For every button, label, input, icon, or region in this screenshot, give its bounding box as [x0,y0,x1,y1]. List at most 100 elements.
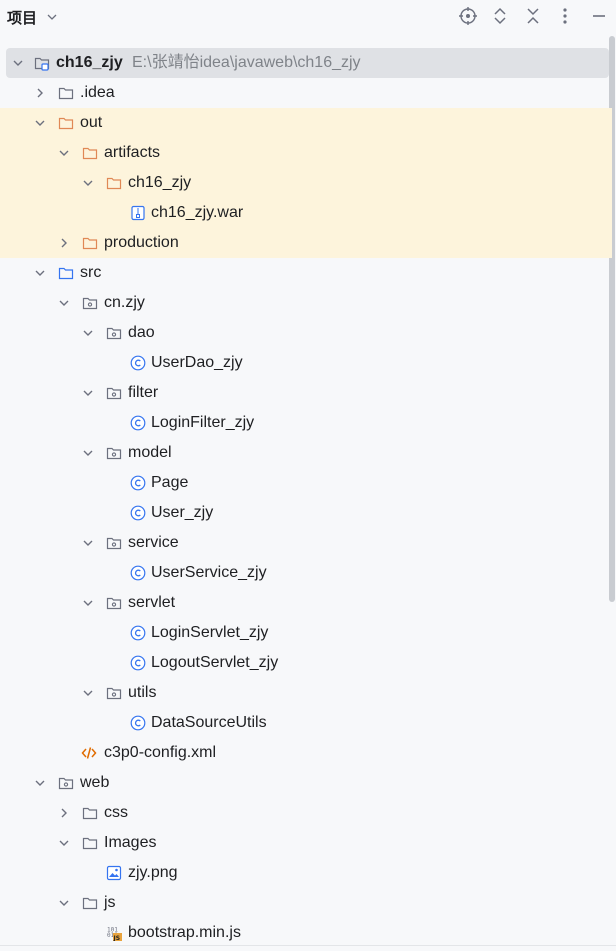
chevron-down-icon[interactable] [34,777,46,789]
tree-row-package-model[interactable]: model [0,438,612,468]
chevron-down-icon[interactable] [58,837,70,849]
panel-bottom-border [0,945,616,946]
chevron-right-icon[interactable] [58,237,70,249]
tree-item-label: src [80,264,102,281]
panel-title[interactable]: 项目 [7,10,38,27]
tree-row-package-servlet[interactable]: servlet [0,588,612,618]
package-icon [106,387,122,400]
chevron-down-icon[interactable] [82,687,94,699]
tree-item-label: LoginFilter_zjy [151,414,255,431]
archive-icon [131,205,145,221]
tree-row-class[interactable]: User_zjy [0,498,612,528]
tree-item-label: servlet [128,594,176,611]
class-icon [130,355,146,371]
chevron-down-icon[interactable] [82,327,94,339]
image-file-icon [106,865,122,881]
tree-item-label: utils [128,684,157,701]
tree-item-label: c3p0-config.xml [104,744,217,761]
source-folder-icon [58,267,74,280]
chevron-down-icon[interactable] [58,897,70,909]
svg-text:JS: JS [113,935,121,941]
tree-row-css[interactable]: css [0,798,612,828]
chevron-down-icon[interactable] [82,387,94,399]
package-icon [106,687,122,700]
chevron-down-icon[interactable] [34,267,46,279]
tree-row-class[interactable]: LoginFilter_zjy [0,408,612,438]
chevron-down-icon[interactable] [82,447,94,459]
xml-file-icon [81,747,97,759]
tree-row-package-cnzjy[interactable]: cn.zjy [0,288,612,318]
tree-row-artifact-ch16[interactable]: ch16_zjy [0,168,612,198]
tree-row-out[interactable]: out [0,108,612,138]
tree-item-label: UserDao_zjy [151,354,243,371]
tree-row-src[interactable]: src [0,258,612,288]
chevron-down-icon[interactable] [58,147,70,159]
tree-row-class[interactable]: UserDao_zjy [0,348,612,378]
chevron-down-icon[interactable] [82,177,94,189]
chevron-right-icon[interactable] [34,87,46,99]
locate-icon[interactable] [458,6,478,26]
collapse-all-icon[interactable] [523,6,543,26]
tree-row-class[interactable]: LoginServlet_zjy [0,618,612,648]
svg-text:101: 101 [107,927,118,934]
minified-js-icon: 101 010 JS [107,927,122,941]
tree-row-war[interactable]: ch16_zjy.war [0,198,612,228]
tree-row-artifacts[interactable]: artifacts [0,138,612,168]
tree-row-js-file[interactable]: 101 010 JS bootstrap.min.js [0,918,612,948]
tree-item-label: User_zjy [151,504,214,521]
tree-row-production[interactable]: production [0,228,612,258]
tree-item-label: .idea [80,84,115,101]
tree-row-js[interactable]: js [0,888,612,918]
tree-row-root[interactable] [6,48,609,78]
tree-row-package-service[interactable]: service [0,528,612,558]
class-icon [130,715,146,731]
more-options-icon[interactable] [555,6,575,26]
tree-row-package-dao[interactable]: dao [0,318,612,348]
tree-item-label: cn.zjy [104,294,145,311]
tree-item-label: Images [104,834,157,851]
tree-row-package-utils[interactable]: utils [0,678,612,708]
folder-icon [82,807,98,820]
expand-all-icon[interactable] [490,6,510,26]
tree-row-idea[interactable]: .idea [0,78,612,108]
chevron-right-icon[interactable] [58,807,70,819]
tree-item-label: web [80,774,110,791]
module-folder-icon [34,57,50,71]
tree-row-package-filter[interactable]: filter [0,378,612,408]
tree-item-label: dao [128,324,155,341]
class-icon [130,655,146,671]
tree-item-label: zjy.png [128,864,178,881]
tree-item-label: ch16_zjy [128,174,192,191]
tree-item-label: ch16_zjy [56,54,123,71]
tree-item-label: UserService_zjy [151,564,267,581]
package-icon [106,447,122,460]
tree-row-image-file[interactable]: zjy.png [0,858,612,888]
tree-row-class[interactable]: Page [0,468,612,498]
tree-row-xml[interactable]: c3p0-config.xml [0,738,612,768]
tree-item-label: bootstrap.min.js [128,924,241,941]
tree-row-web[interactable]: web [0,768,612,798]
project-path: E:\张靖怡idea\javaweb\ch16_zjy [132,54,361,71]
vertical-scrollbar[interactable] [609,36,615,602]
minimize-icon[interactable] [589,6,609,26]
tree-item-label: LogoutServlet_zjy [151,654,279,671]
tree-row-class[interactable]: LogoutServlet_zjy [0,648,612,678]
chevron-down-icon[interactable] [82,597,94,609]
chevron-down-icon[interactable] [46,11,58,23]
package-icon [106,327,122,340]
tree-item-label: Page [151,474,189,491]
package-icon [106,597,122,610]
class-icon [130,415,146,431]
excluded-folder-icon [106,177,122,190]
chevron-down-icon[interactable] [82,537,94,549]
chevron-down-icon[interactable] [34,117,46,129]
tree-item-label: js [104,894,116,911]
tree-row-class[interactable]: DataSourceUtils [0,708,612,738]
class-icon [130,505,146,521]
tree-row-class[interactable]: UserService_zjy [0,558,612,588]
chevron-down-icon[interactable] [58,297,70,309]
tree-row-images[interactable]: Images [0,828,612,858]
project-panel-header: 项目 [0,0,616,36]
chevron-down-icon[interactable] [12,57,24,69]
class-icon [130,475,146,491]
